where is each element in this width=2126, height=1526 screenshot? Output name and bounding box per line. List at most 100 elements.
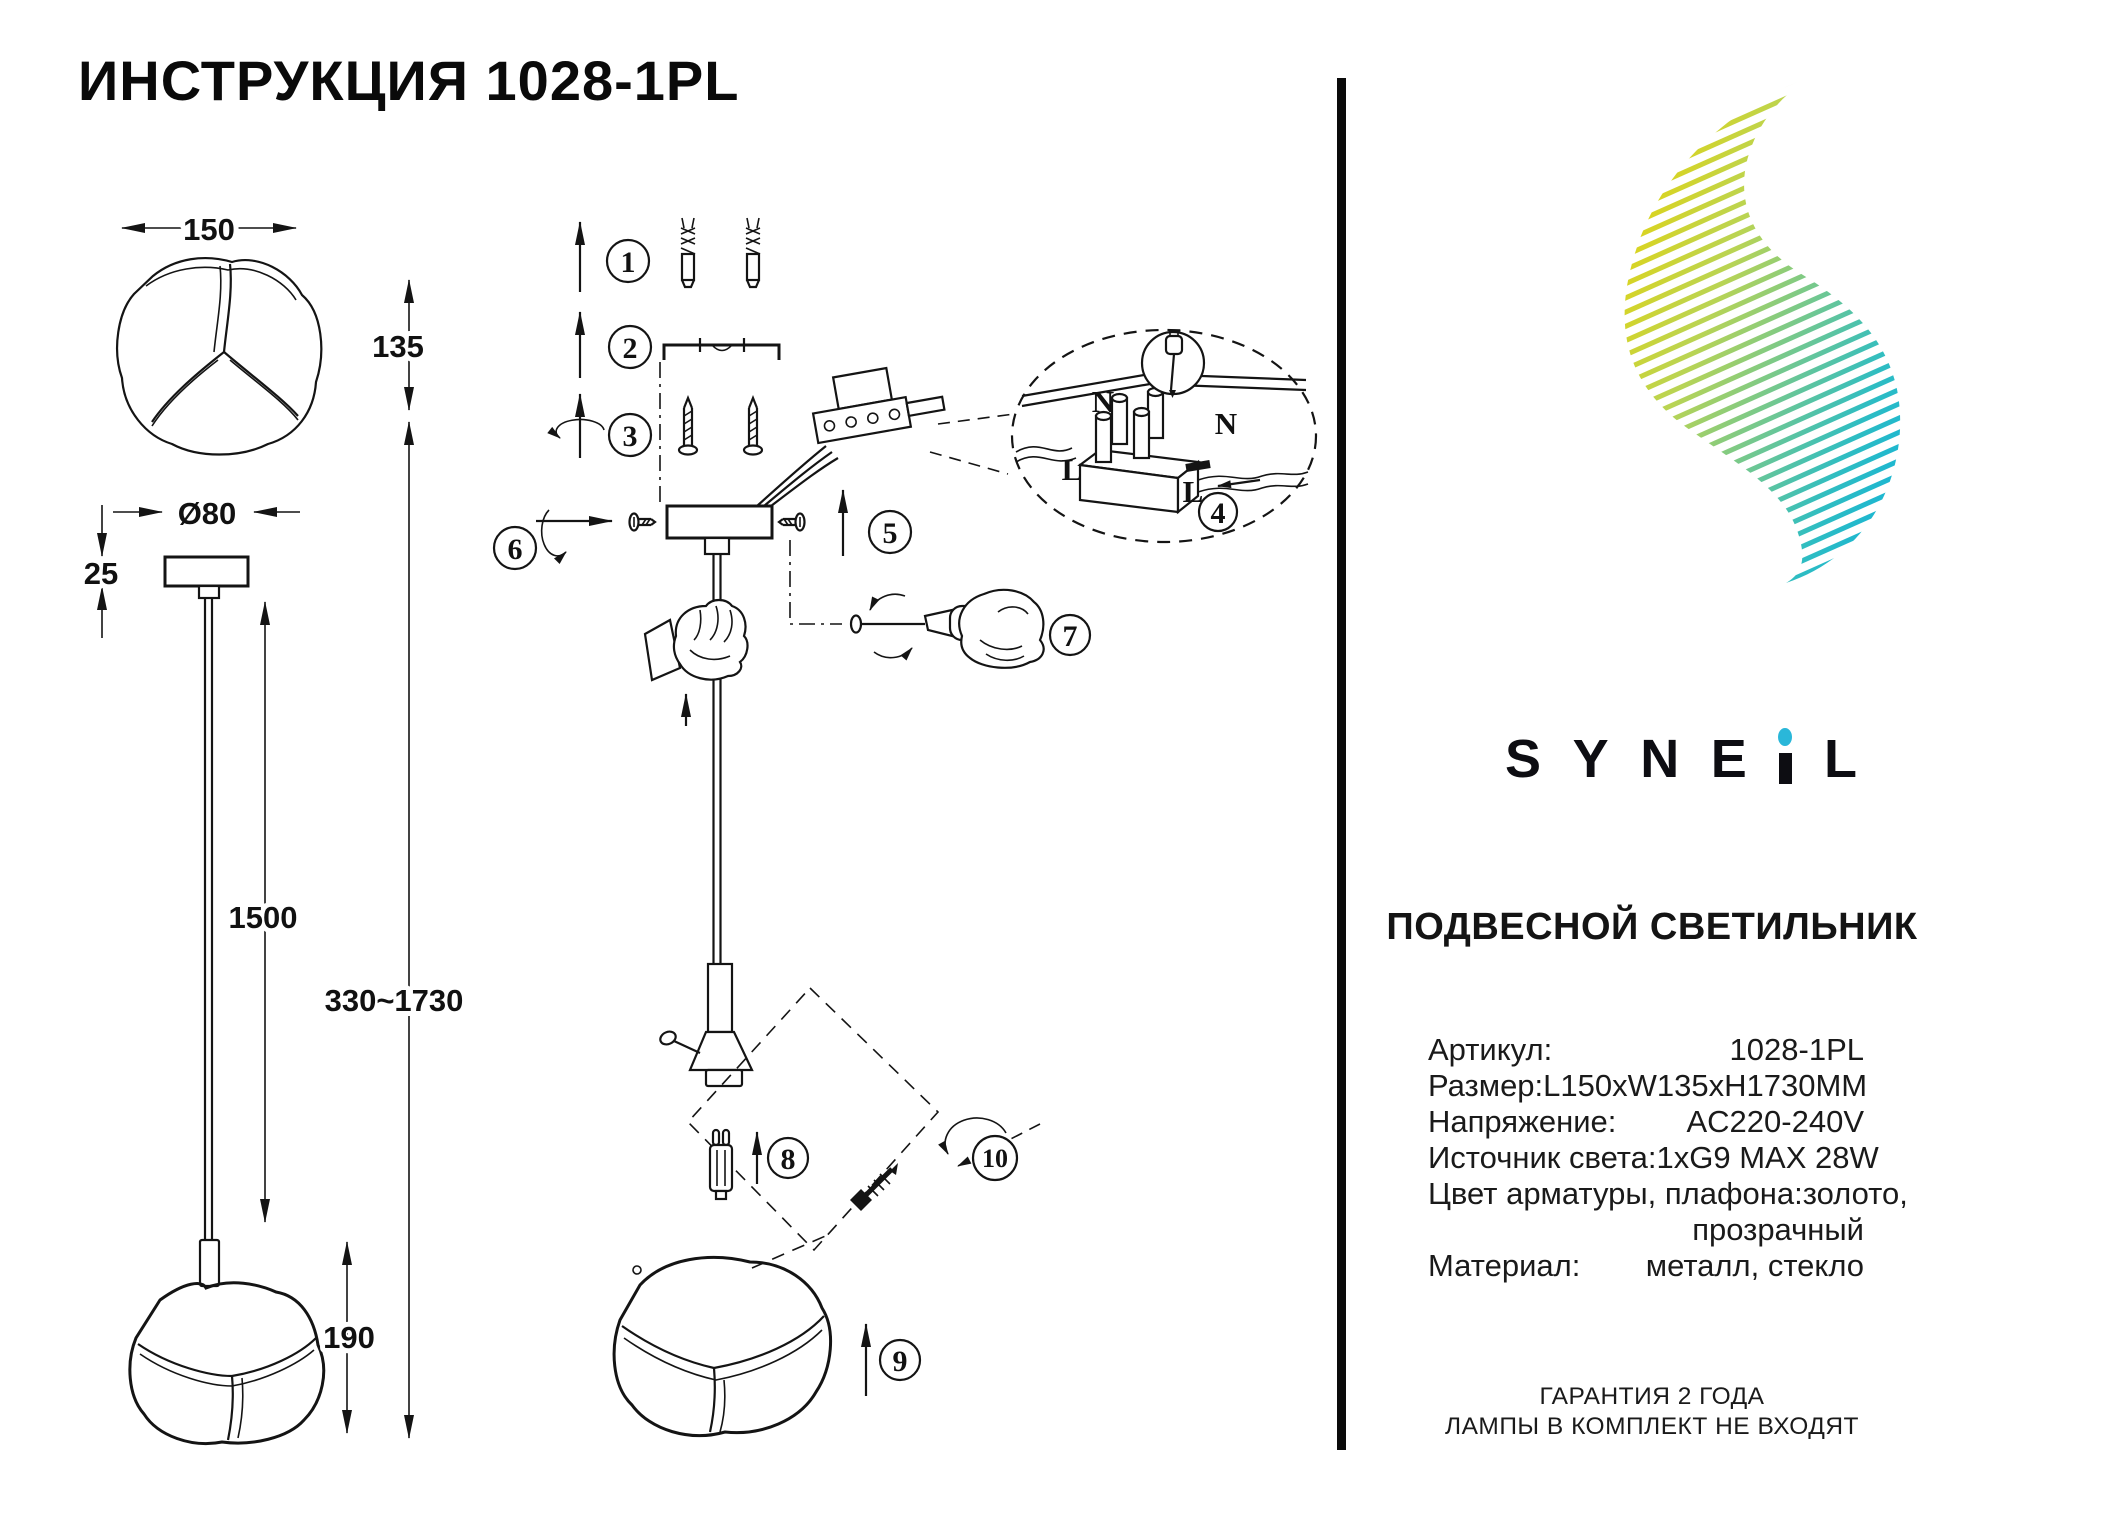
dim-150: 150 — [183, 212, 235, 247]
step-10-marker — [971, 1134, 1019, 1182]
spec-row: прозрачный — [1428, 1212, 1864, 1248]
brand-wordmark: S Y N E L — [1505, 728, 1857, 789]
step-2-marker — [607, 324, 653, 370]
canopy-assembly — [628, 445, 839, 968]
spec-value: 1xG9 MAX 28W — [1656, 1140, 1879, 1175]
leader-line — [937, 413, 1015, 425]
product-heading: ПОДВЕСНОЙ СВЕТИЛЬНИК — [1386, 906, 1918, 948]
label-l-left: L — [1062, 452, 1083, 487]
dimension-shade-side-height: 190 — [318, 1241, 380, 1434]
dimension-shade-width: 150 — [121, 207, 297, 252]
spec-row: Материал: металл, стекло — [1428, 1248, 1864, 1284]
dimension-cable-length: 1500 — [224, 601, 302, 1223]
spec-label: Материал: — [1428, 1248, 1581, 1283]
spec-label: Артикул: — [1428, 1032, 1553, 1067]
side-view-lamp: Ø80 25 1500 330~1730 — [79, 421, 468, 1446]
canopy — [665, 504, 774, 540]
page-title: ИНСТРУКЦИЯ 1028-1PL — [78, 49, 740, 112]
lamps-line: ЛАМПЫ В КОМПЛЕКТ НЕ ВХОДЯТ — [1444, 1413, 1860, 1440]
assembly-shade — [612, 1256, 833, 1437]
warranty-line: ГАРАНТИЯ 2 ГОДА — [1539, 1383, 1765, 1410]
hand-grip — [643, 598, 749, 682]
technical-drawing: 150 135 Ø80 25 — [79, 207, 1318, 1446]
svg-text:6: 6 — [508, 533, 523, 566]
dim-d80: Ø80 — [178, 496, 237, 531]
dim-135: 135 — [372, 329, 424, 364]
spec-row: Цвет арматуры, плафона:золото, — [1428, 1176, 1908, 1212]
side-view-shade — [128, 1281, 326, 1446]
divider-line — [1337, 78, 1346, 1450]
spec-value: AC220-240V — [1686, 1104, 1864, 1139]
g9-bulb — [708, 1128, 734, 1201]
mounting-bracket — [662, 338, 781, 360]
terminal-posts — [1094, 386, 1165, 464]
leader-line — [929, 451, 1009, 475]
shade-outline-dashed — [686, 986, 940, 1252]
label-n-right: N — [1215, 406, 1237, 441]
dimension-shade-height: 135 — [367, 279, 429, 411]
brand-letter: L — [1823, 729, 1857, 789]
spec-row: Напряжение: AC220-240V — [1428, 1104, 1864, 1140]
svg-text:3: 3 — [623, 420, 638, 453]
svg-text:10: 10 — [982, 1144, 1008, 1173]
brand-i-dot — [1778, 728, 1793, 746]
spec-value: L150xW135xH1730MM — [1543, 1068, 1868, 1103]
dim-330-1730: 330~1730 — [325, 983, 464, 1018]
brand-letter: S — [1505, 729, 1542, 789]
spec-row: Размер:L150xW135xH1730MM — [1428, 1068, 1868, 1104]
rotate-icon — [540, 509, 567, 565]
svg-text:4: 4 — [1211, 497, 1226, 530]
socket-assembly — [659, 962, 754, 1088]
step-5-marker — [867, 509, 913, 555]
terminal-connector — [811, 366, 946, 445]
spec-label: Источник света: — [1428, 1140, 1657, 1175]
dimension-overall-height: 330~1730 — [320, 421, 468, 1439]
leader-line — [751, 1233, 831, 1269]
assembly-steps: 1 2 3 — [492, 216, 1318, 1437]
spec-label: Цвет арматуры, плафона: — [1428, 1176, 1803, 1211]
svg-text:9: 9 — [893, 1345, 908, 1378]
spec-value: прозрачный — [1692, 1212, 1864, 1247]
wires — [756, 445, 839, 507]
wiring-detail: N N L L 4 — [1010, 328, 1318, 544]
step-9-marker — [878, 1338, 922, 1382]
svg-text:8: 8 — [781, 1143, 796, 1176]
step-7-group: 7 — [789, 540, 1092, 669]
canopy-side-view — [163, 555, 250, 588]
rotate-icon — [547, 418, 605, 439]
step-3-marker — [607, 412, 653, 458]
brand-letter: E — [1710, 729, 1747, 789]
spec-label: Размер: — [1428, 1068, 1544, 1103]
spec-value: золото, — [1802, 1176, 1908, 1211]
step-8-marker — [766, 1136, 810, 1180]
step-4-marker — [1197, 491, 1239, 533]
step-1-marker — [605, 238, 651, 284]
footer-note: ГАРАНТИЯ 2 ГОДА ЛАМПЫ В КОМПЛЕКТ НЕ ВХОД… — [1352, 1382, 1952, 1442]
label-l-right: L — [1183, 474, 1204, 509]
spec-row: Артикул: 1028-1PL — [1428, 1032, 1864, 1068]
screwdriver-icon — [1164, 329, 1184, 398]
step-10-group: 10 — [850, 1117, 1041, 1211]
brand-letter: N — [1640, 729, 1680, 789]
spec-value: 1028-1PL — [1729, 1032, 1864, 1067]
socket-side-view — [198, 1238, 221, 1288]
dim-1500: 1500 — [229, 900, 298, 935]
spec-label: Напряжение: — [1428, 1104, 1617, 1139]
rotate-icon — [938, 1117, 1007, 1155]
step-7-marker — [1048, 613, 1092, 657]
dim-25: 25 — [84, 556, 118, 591]
svg-text:5: 5 — [883, 517, 898, 550]
brand-letter: Y — [1572, 729, 1609, 789]
svg-text:2: 2 — [623, 332, 638, 365]
svg-text:1: 1 — [621, 246, 636, 279]
left-arrow-icon — [1217, 478, 1261, 489]
brand-i-stem — [1778, 753, 1792, 784]
step-6-marker — [492, 525, 538, 571]
brand-letter-i — [1778, 728, 1793, 784]
top-view-shade — [116, 256, 323, 456]
brand-logo — [1624, 74, 1901, 583]
spec-table: Артикул: 1028-1PL Размер:L150xW135xH1730M… — [1428, 1032, 1908, 1284]
svg-text:7: 7 — [1063, 620, 1078, 653]
spec-value: металл, стекло — [1645, 1248, 1864, 1283]
